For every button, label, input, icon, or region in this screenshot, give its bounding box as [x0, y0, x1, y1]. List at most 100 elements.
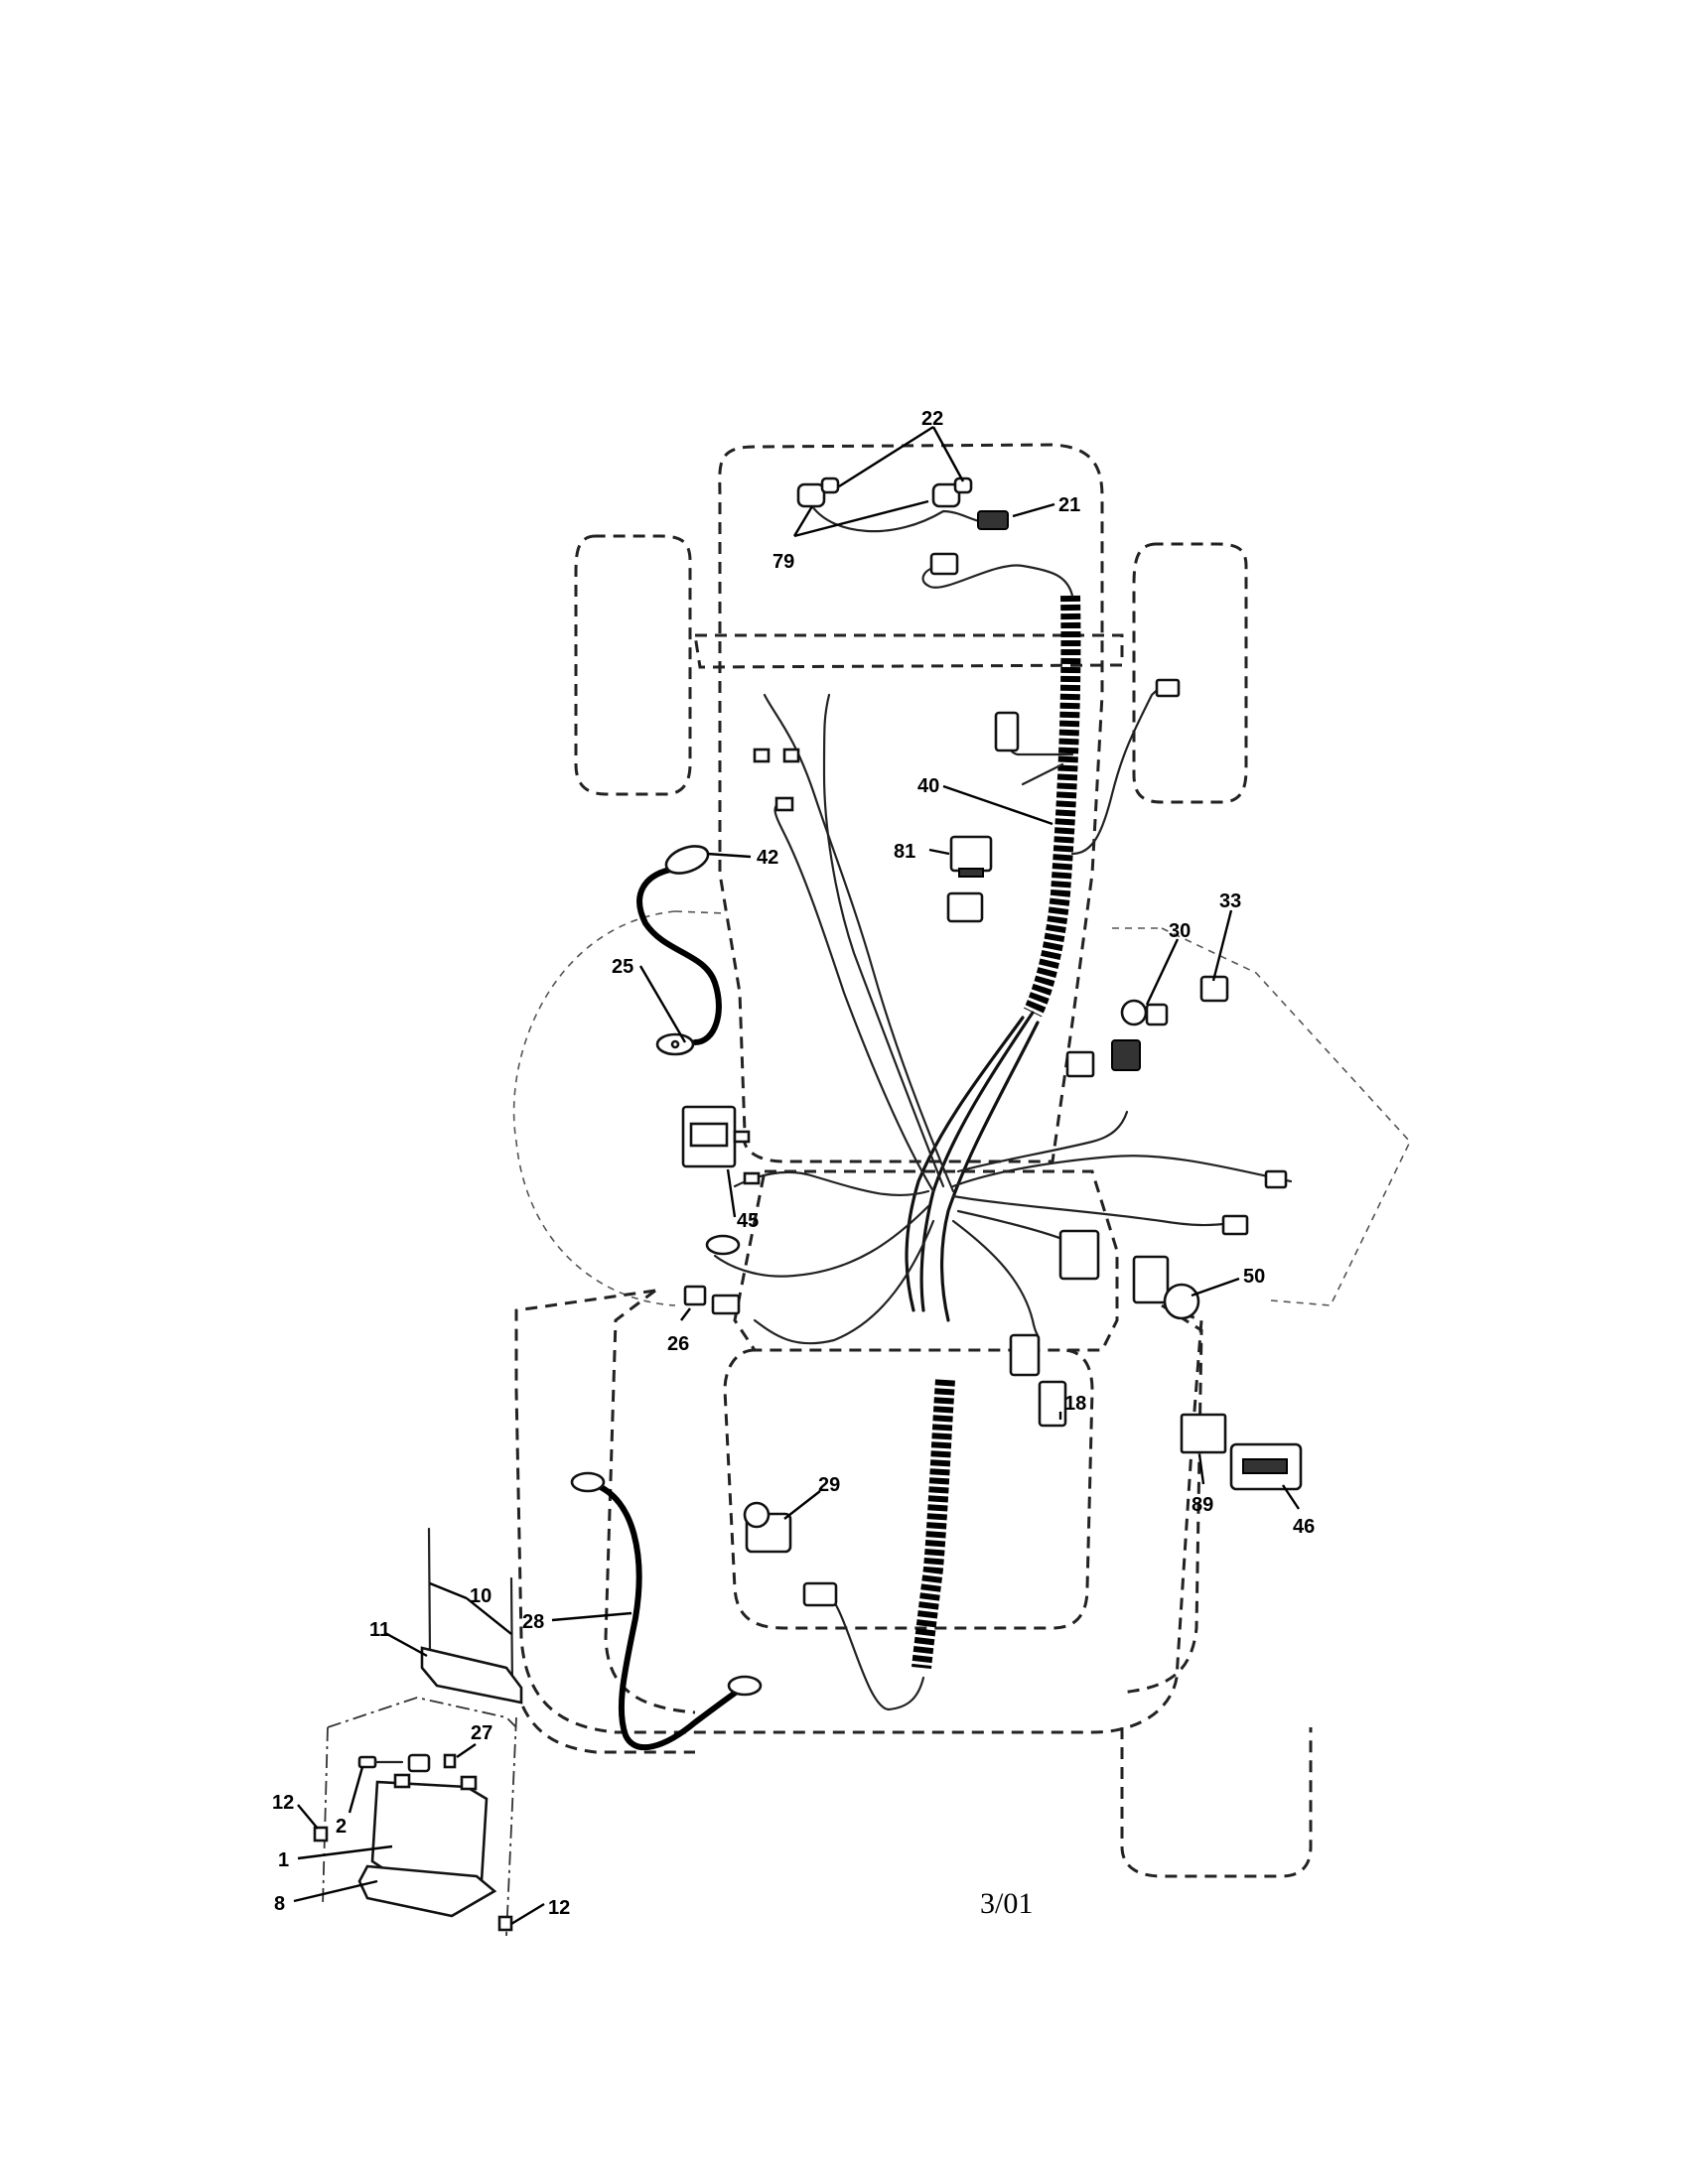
callout-50: 50	[1243, 1266, 1265, 1288]
bracket-89	[1180, 1413, 1227, 1454]
seat-plug	[802, 1581, 838, 1607]
battery-post-right	[460, 1775, 478, 1791]
fender-inner-right	[1121, 1303, 1203, 1695]
relay-pins	[958, 868, 984, 878]
neg-ring-top	[570, 1471, 606, 1493]
pto-switch-body	[1132, 1255, 1170, 1304]
callout-40: 40	[917, 775, 939, 797]
positive-cable	[636, 866, 722, 1045]
meter-45-face	[689, 1122, 729, 1148]
battery-1	[370, 1780, 489, 1883]
neg-ring-bottom	[727, 1675, 763, 1697]
callout-89: 89	[1192, 1494, 1213, 1516]
right-front-tire	[1132, 542, 1248, 804]
harness-branch-right-mid	[951, 1155, 1293, 1188]
callout-46: 46	[1293, 1516, 1315, 1538]
callout-8: 8	[274, 1893, 285, 1915]
nut-27	[443, 1753, 457, 1769]
headlight-bulb-left	[820, 477, 840, 494]
callout-18: 18	[1064, 1393, 1086, 1415]
callout-21: 21	[1058, 494, 1080, 516]
harness-branch-headlight	[921, 564, 1074, 598]
harness-branch-left-lower	[713, 1204, 930, 1278]
solenoid-top	[743, 1501, 771, 1529]
harness-branch-ignition	[956, 1110, 1129, 1173]
callout-45: 45	[737, 1210, 759, 1232]
harness-branch-front-left	[763, 693, 955, 1193]
meter-term-a	[733, 1130, 751, 1144]
bolt-2	[357, 1755, 377, 1769]
callout-12b: 12	[548, 1897, 570, 1919]
callout-81: 81	[894, 841, 915, 863]
harness-branch-rear-right-2	[956, 1209, 1069, 1243]
callout-25: 25	[612, 956, 633, 978]
j-bolt-a	[427, 1527, 432, 1655]
right-terminal-a	[1264, 1169, 1288, 1189]
seat-switch-18	[1038, 1380, 1067, 1428]
rear-right-tire	[1120, 1727, 1313, 1878]
headlight-wire	[810, 504, 995, 533]
harness-branch-seat	[822, 1591, 925, 1711]
connector-26a	[683, 1285, 707, 1306]
headlight-connector	[977, 510, 1009, 530]
seat-outline	[723, 1348, 1094, 1630]
nut-12b	[497, 1915, 513, 1932]
terminal-boot	[664, 845, 710, 875]
harness-branch-front-left-2	[822, 693, 945, 1188]
negative-cable	[591, 1481, 746, 1751]
ground-ring	[705, 1234, 741, 1256]
ignition-connector	[1111, 1039, 1141, 1071]
rear-connector	[1009, 1333, 1041, 1377]
terminal-cap-27	[407, 1753, 431, 1773]
hood-outline	[718, 443, 1104, 1163]
ring-terminal-c	[774, 796, 794, 812]
battery-tray-8	[357, 1864, 497, 1918]
left-front-tire	[574, 534, 692, 796]
callout-29: 29	[818, 1474, 840, 1496]
meter-46-face	[1242, 1458, 1288, 1474]
nut-12a	[313, 1826, 329, 1843]
callout-12a: 12	[272, 1792, 294, 1814]
headlight-plug	[929, 552, 959, 576]
callout-26: 26	[667, 1333, 689, 1355]
callout-labels: 22 21 79 40 81 42 25 33 30 45 50 26 18 2…	[272, 408, 1315, 1919]
harness-branch-seat-switch	[753, 1219, 935, 1345]
right-terminal-b	[1221, 1214, 1249, 1236]
harness-branch-right-upper	[1070, 678, 1174, 856]
six-pin-connector	[1058, 1229, 1100, 1281]
callout-27: 27	[471, 1722, 492, 1744]
hold-down-11	[420, 1646, 523, 1705]
callout-22: 22	[921, 408, 943, 430]
meter-term-b	[743, 1171, 761, 1185]
front-axle-outline	[693, 633, 1124, 669]
callout-30: 30	[1169, 920, 1191, 942]
mower-deck-outline	[512, 910, 1411, 1306]
ring-terminal-a	[753, 748, 771, 763]
relay	[949, 835, 993, 873]
rear-left-tire	[514, 1687, 695, 1754]
harness-coil-front	[1023, 595, 1081, 1018]
light-switch-plug	[994, 711, 1020, 752]
components	[313, 477, 1303, 1932]
callout-1: 1	[278, 1849, 289, 1871]
harness-bundle-2	[905, 1016, 1025, 1312]
seat-pan-outline	[733, 1169, 1119, 1352]
harness-branch-rear-right	[951, 1219, 1040, 1337]
harness-branch-front-left-3	[773, 800, 935, 1193]
callout-2: 2	[336, 1816, 347, 1838]
harness-branch-left-ground	[733, 1170, 930, 1197]
callout-42: 42	[757, 847, 778, 869]
callout-11: 11	[369, 1619, 390, 1641]
right-connector	[1155, 678, 1181, 698]
ignition-switch-body	[1145, 1003, 1169, 1026]
harness-bundle-3	[939, 1021, 1040, 1322]
harness-bundle-1	[919, 1011, 1035, 1312]
headlight-left	[796, 482, 826, 508]
body-rear-outline	[514, 1289, 1203, 1734]
battery-post-left	[393, 1773, 411, 1789]
headlight-bulb-right	[953, 477, 973, 494]
harness-coil-rear	[912, 1379, 955, 1669]
headlight-right	[931, 482, 961, 508]
date-code: 3/01	[980, 1887, 1033, 1920]
